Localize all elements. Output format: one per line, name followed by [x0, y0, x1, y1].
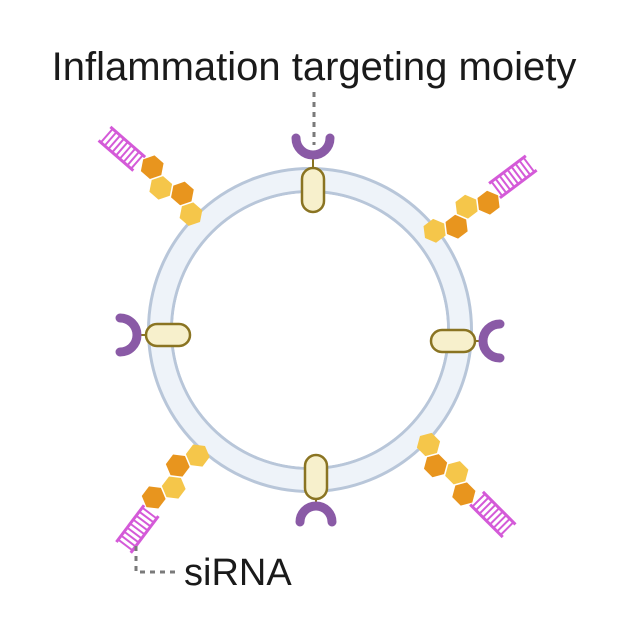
- left-targeting-unit: [120, 318, 190, 352]
- targeting-moiety-label: Inflammation targeting moiety: [52, 45, 577, 89]
- hexagon-chain-icon: [95, 121, 213, 230]
- linker-capsule-icon: [431, 330, 475, 352]
- receptor-cup-icon: [296, 138, 330, 155]
- linker-capsule-icon: [146, 324, 190, 346]
- hexagon-chain-icon: [419, 151, 541, 254]
- linker-capsule-icon: [305, 455, 327, 499]
- sirna-label: siRNA: [184, 552, 292, 594]
- receptor-cup-icon: [120, 318, 137, 352]
- sirna-conjugate-top-left: [95, 121, 213, 230]
- sirna-conjugate-bottom-right: [406, 429, 520, 543]
- liposome-membrane: [160, 180, 460, 480]
- sirna-conjugate-top-right: [419, 151, 541, 254]
- rna-ladder-icon: [406, 429, 520, 543]
- hexagon-chain-icon: [110, 434, 213, 556]
- bottom-targeting-unit: [300, 455, 332, 522]
- sirna-conjugate-bottom-left: [110, 434, 213, 556]
- linker-capsule-icon: [302, 168, 324, 212]
- liposome-core: [173, 193, 447, 467]
- receptor-cup-icon: [300, 506, 332, 522]
- receptor-cup-icon: [483, 324, 500, 358]
- right-targeting-unit: [431, 324, 500, 358]
- sirna-leader-line: [136, 546, 176, 572]
